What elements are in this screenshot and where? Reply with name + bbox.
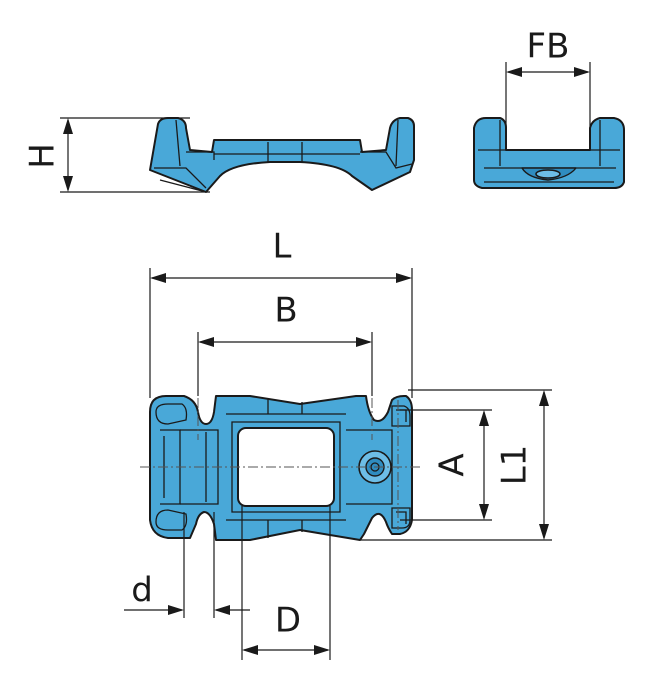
label-D: D [275,601,301,641]
label-A: A [433,453,473,476]
label-H: H [23,143,63,169]
label-L1: L1 [495,445,535,486]
label-d: d [131,571,153,611]
label-FB: FB [527,27,570,67]
top-view: L B A L1 d D [124,227,552,660]
label-B: B [274,291,297,331]
label-L: L [273,227,292,267]
side-view: H [23,117,415,193]
end-view: FB [473,27,625,189]
